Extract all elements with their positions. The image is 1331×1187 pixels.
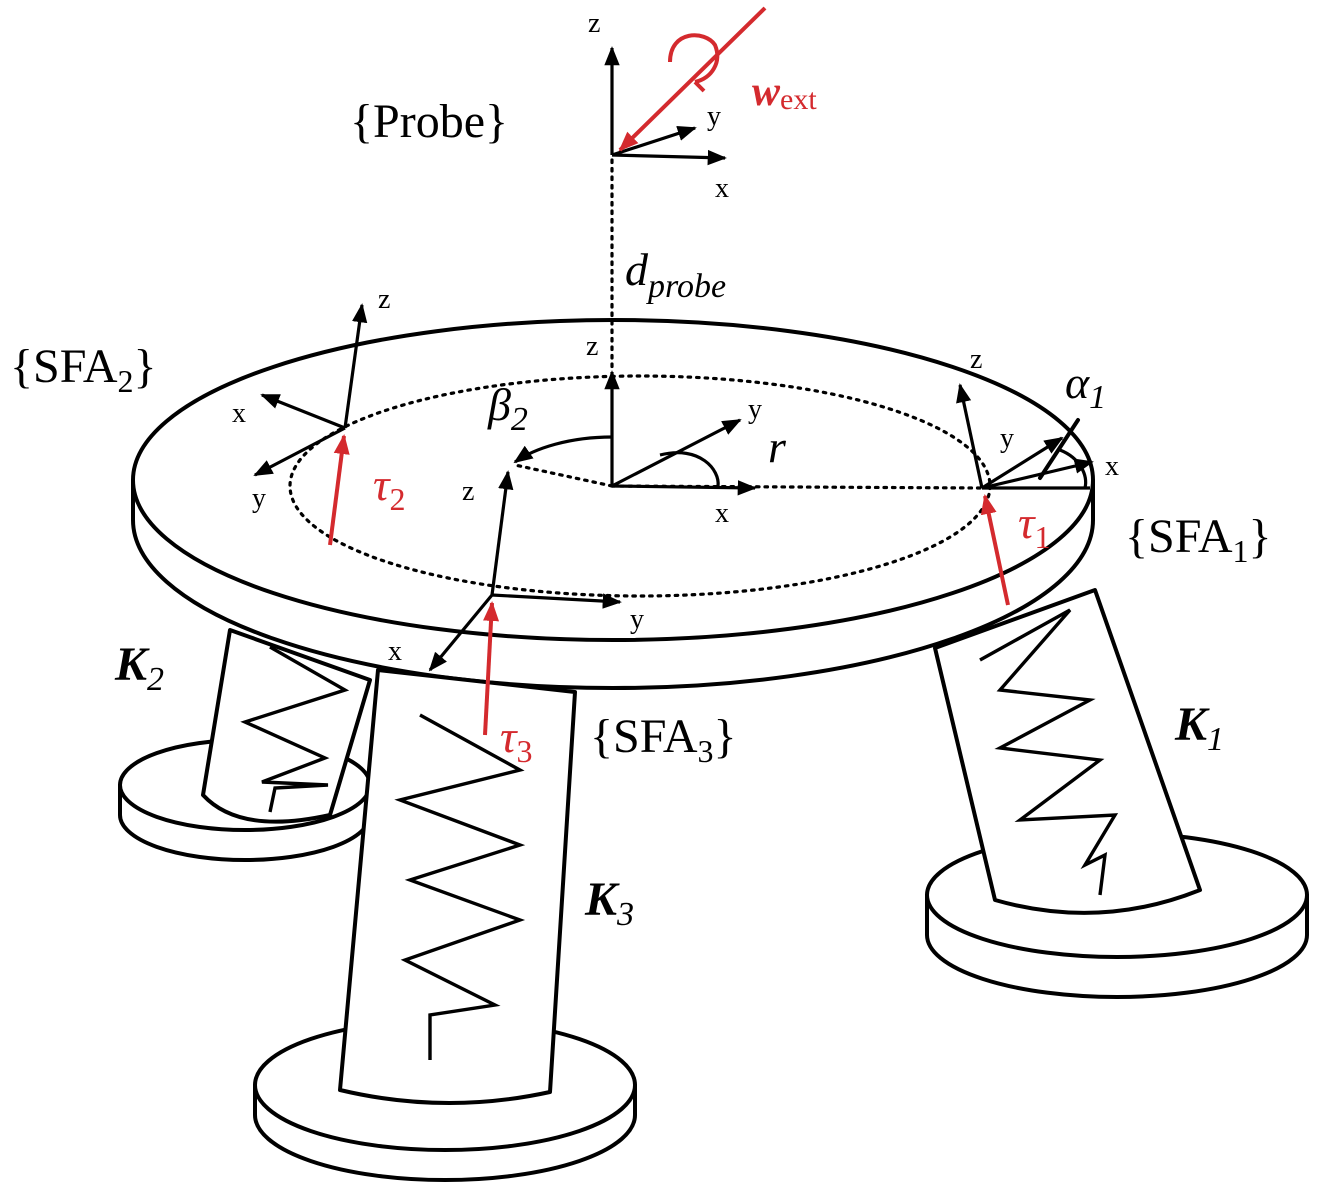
sfa1-z-axis [956, 383, 984, 489]
probe-y-label: y [707, 101, 721, 132]
sfa3-frame: z y x τ3 {SFA3} [388, 470, 737, 769]
sfa2-z-axis [343, 303, 368, 429]
sfa2-frame: z x y τ2 {SFA2} [10, 284, 405, 546]
beta2-ray [513, 463, 614, 488]
sfa1-y-label: y [1000, 423, 1014, 454]
sfa2-x-axis [260, 393, 346, 430]
center-z-label: z [586, 331, 598, 362]
sfa1-alpha-tick [1038, 418, 1080, 480]
k3-label: K3 [584, 873, 634, 933]
sfa1-frame: z x y α1 τ1 {SFA1} [956, 344, 1272, 606]
sfa2-y-label: y [252, 483, 266, 514]
tau2-label: τ2 [373, 459, 405, 517]
sfa1-alpha-arc [1059, 448, 1088, 489]
sfa2-frame-label: {SFA2} [10, 340, 157, 399]
center-x-label: x [715, 498, 729, 529]
alpha1-label: α1 [1065, 357, 1106, 416]
center-y-label: y [748, 394, 762, 425]
leg-k3 [253, 668, 637, 1182]
sfa1-y-axis [981, 436, 1064, 490]
beta2-arc [513, 435, 613, 464]
radius-angle-arc [659, 451, 720, 487]
sfa3-z-axis [490, 470, 514, 596]
radius-label: r [768, 421, 787, 472]
tau3-arrow [483, 601, 500, 736]
leg-cylinder-k1 [933, 588, 1202, 915]
spring-k3 [394, 713, 526, 1060]
wrench-moment-curl [668, 33, 720, 84]
wrench-label: wext [752, 69, 817, 116]
sfa3-frame-label: {SFA3} [590, 710, 737, 769]
probe-x-label: x [715, 173, 729, 204]
sfa1-z-label: z [970, 344, 982, 375]
wrench-arrow [618, 6, 767, 152]
sfa2-x-label: x [232, 398, 246, 429]
beta2-label: β2 [487, 379, 528, 438]
sfa3-z-label: z [462, 476, 474, 507]
tau1-arrow [980, 494, 1010, 606]
sfa1-frame-label: {SFA1} [1125, 510, 1272, 569]
tau3-label: τ3 [500, 711, 532, 769]
leg-cylinder-k2 [201, 628, 372, 824]
probe-frame: z x y {Probe} wext dprobe [350, 6, 817, 374]
sfa2-y-axis [253, 426, 346, 477]
spring-k2 [240, 645, 350, 813]
sfa3-x-label: x [388, 636, 402, 667]
radius-line [610, 484, 982, 490]
external-wrench: wext [618, 6, 817, 152]
sfa1-x-label: x [1105, 451, 1119, 482]
leg-k1 [925, 588, 1309, 999]
probe-frame-label: {Probe} [350, 95, 508, 148]
leg-cylinder-k3 [338, 668, 577, 1106]
platform-center-frame: z x y r β2 [487, 331, 982, 529]
d-probe-label: dprobe [625, 244, 726, 305]
probe-x-axis [611, 149, 727, 166]
sfa3-x-axis [428, 593, 494, 672]
spring-k1 [979, 608, 1119, 896]
k1-label: K1 [1174, 698, 1224, 758]
sfa2-z-label: z [378, 284, 390, 315]
sfa1-x-axis [981, 458, 1094, 490]
probe-z-label: z [588, 8, 600, 39]
tau1-label: τ1 [1018, 497, 1050, 555]
probe-y-axis [611, 126, 697, 157]
leg-k2 [118, 628, 372, 862]
sfa3-y-label: y [630, 604, 644, 635]
k2-label: K2 [114, 638, 164, 698]
tau2-arrow [328, 434, 350, 546]
sfa3-y-axis [491, 593, 622, 609]
